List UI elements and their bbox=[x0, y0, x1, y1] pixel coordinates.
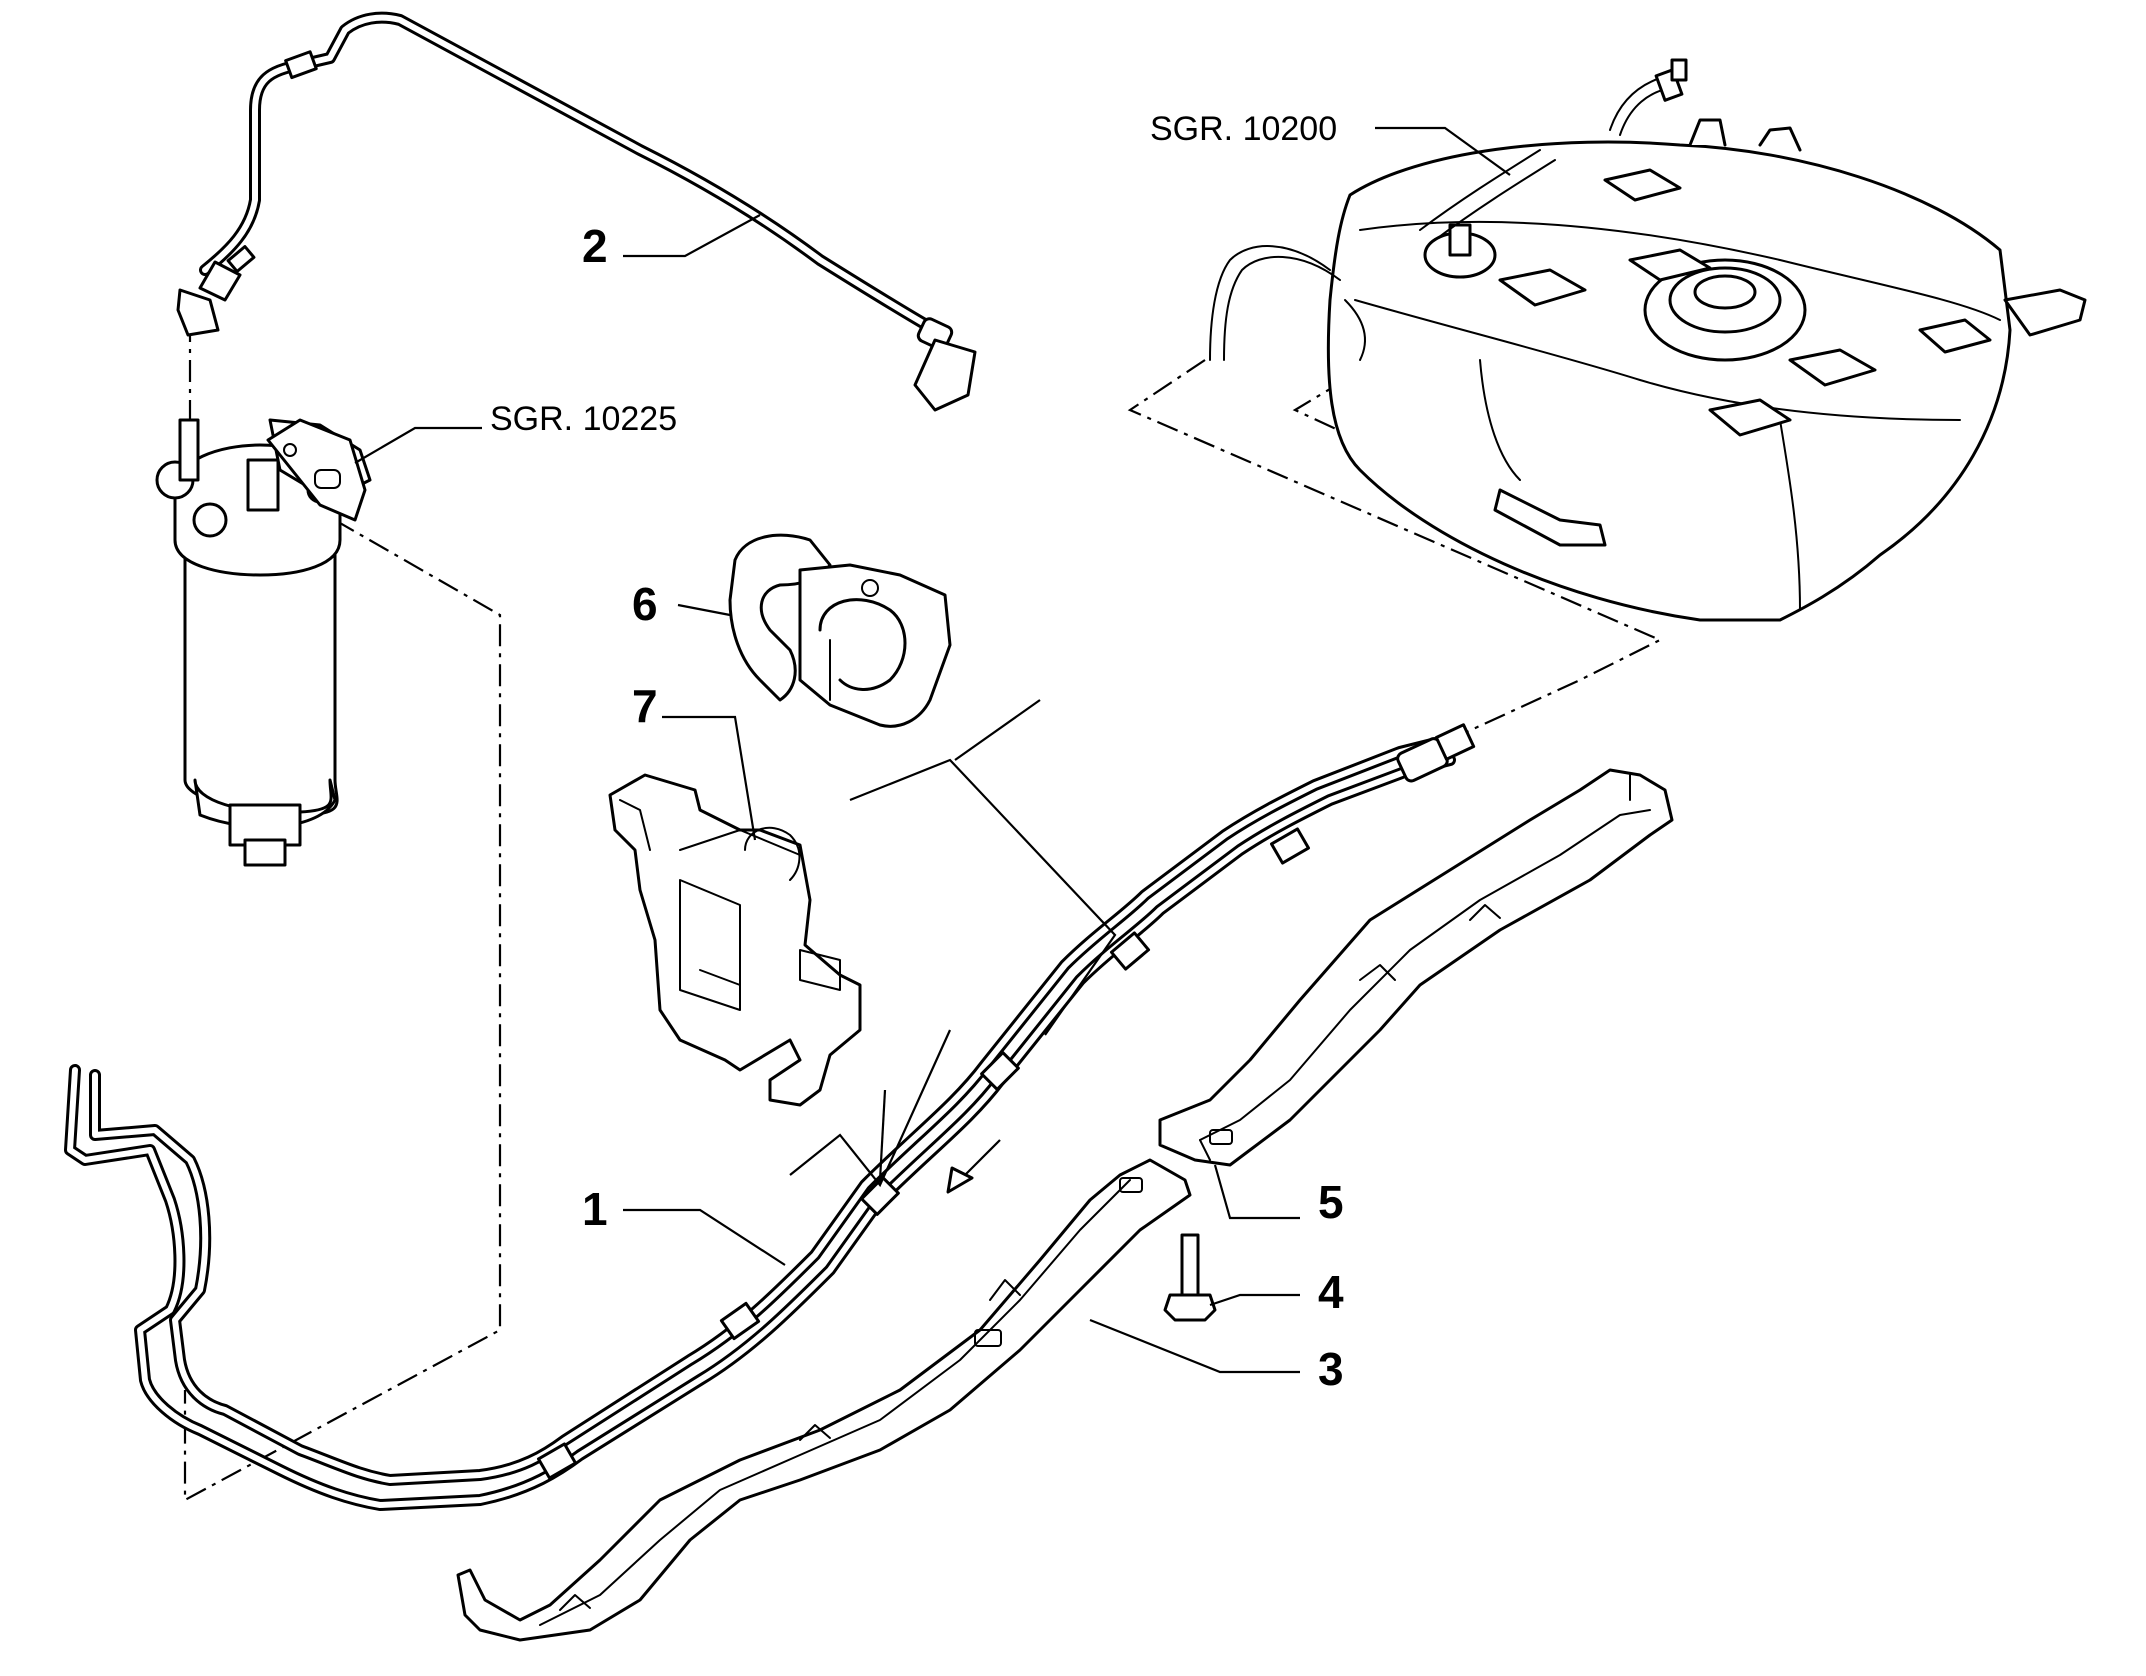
part-2-filter-pipe bbox=[176, 11, 977, 412]
part-1-pipe-assembly bbox=[64, 723, 1476, 1511]
fuel-filter bbox=[155, 418, 372, 867]
callout-7-label: 7 bbox=[632, 680, 658, 732]
callout-4-label: 4 bbox=[1318, 1266, 1344, 1318]
callout-leaders bbox=[354, 126, 1511, 1374]
part-7-bracket bbox=[608, 773, 862, 1107]
callout-1-label: 1 bbox=[582, 1183, 608, 1235]
callout-3-label: 3 bbox=[1318, 1343, 1344, 1395]
part-3-lower-guard bbox=[456, 1158, 1192, 1642]
callout-2-label: 2 bbox=[582, 220, 608, 272]
part-4-bolt bbox=[1163, 1233, 1217, 1322]
fuel-filter-reference-label: SGR. 10225 bbox=[490, 400, 677, 438]
callout-6-label: 6 bbox=[632, 578, 658, 630]
clip-leader-lines bbox=[789, 699, 1117, 1188]
part-6-double-clip bbox=[728, 533, 952, 728]
fuel-tank bbox=[1209, 58, 2087, 622]
part-5-upper-guard bbox=[1158, 768, 1674, 1167]
callout-5-label: 5 bbox=[1318, 1176, 1344, 1228]
fuel-tank-reference-label: SGR. 10200 bbox=[1150, 110, 1337, 148]
